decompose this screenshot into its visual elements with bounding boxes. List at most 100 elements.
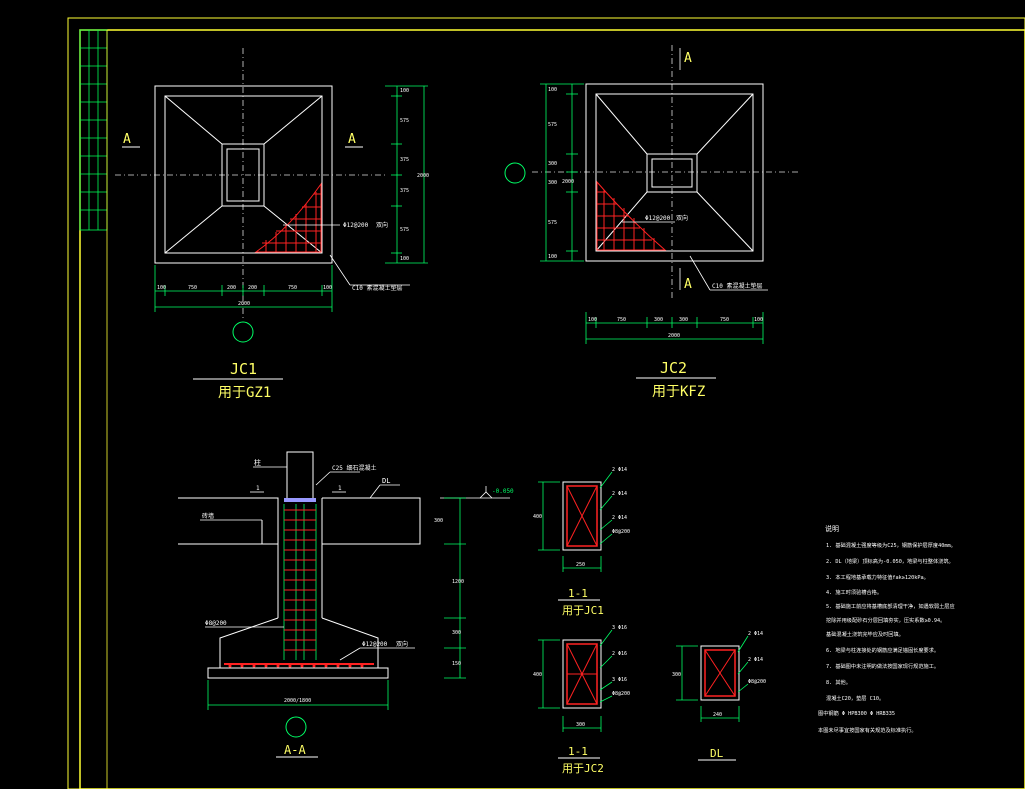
jc2-section-mark-bottom: A [684, 277, 692, 292]
jc1-dim-b4: 200 [248, 285, 257, 291]
section-aa [178, 451, 510, 758]
detail-jc2-bar4: Φ8@200 [612, 691, 630, 697]
detail-jc2-bar1: 3 Φ16 [612, 625, 627, 631]
aa-title: A-A [284, 743, 306, 757]
jc1-dim-total-bottom: 2000 [238, 301, 250, 307]
jc2-rebar-mesh [596, 180, 667, 251]
notes-body: 1. 基础混凝土强度等级为C25，钢筋保护层厚度40mm。 2. DL（地梁）顶… [818, 541, 956, 734]
aa-label-grout: C25 细石混凝土 [332, 464, 376, 472]
jc2-usage: 用于KFZ [652, 384, 705, 400]
detail-jc1-bar2: 2 Φ14 [612, 491, 627, 497]
detail-jc1-title: 1-1 [568, 587, 588, 600]
jc2-dim-l4: 300 [548, 180, 557, 186]
detail-dl-dim-w: 240 [713, 712, 722, 718]
aa-dim-bottom: 2000/1800 [284, 698, 311, 704]
jc2-plan [504, 45, 800, 379]
detail-jc2-usage: 用于JC2 [562, 762, 604, 775]
jc1-cushion-note: C10 素混凝土垫层 [352, 284, 402, 292]
jc2-mesh-label: 双向 [676, 214, 688, 222]
detail-jc2-dim-w: 300 [576, 722, 585, 728]
aa-label-column: 柱 [254, 458, 261, 467]
jc1-dim-total-right: 2000 [417, 173, 429, 179]
note-line-7: 基础混凝土浇筑完毕应及时回填。 [826, 630, 904, 638]
jc2-dim-b6: 100 [754, 317, 763, 323]
jc1-dim-b3: 200 [227, 285, 236, 291]
jc1-dim-r5: 575 [400, 227, 409, 233]
note-line-1: 1. 基础混凝土强度等级为C25，钢筋保护层厚度40mm。 [826, 541, 956, 549]
jc1-section-mark-left: A [123, 132, 131, 147]
note-line-6: 挖除并用级配砂石分层回填夯实，压实系数≥0.94。 [826, 616, 945, 624]
jc1-dim-b6: 100 [323, 285, 332, 291]
detail-jc1-bar3: 2 Φ14 [612, 515, 627, 521]
jc2-dim-b3: 300 [654, 317, 663, 323]
aa-cut-mark-right: 1 [338, 485, 342, 492]
detail-jc2-bar3: 3 Φ16 [612, 677, 627, 683]
detail-jc2-bar2: 2 Φ16 [612, 651, 627, 657]
detail-jc2-title: 1-1 [568, 745, 588, 758]
jc2-title: JC2 [660, 359, 687, 377]
jc1-plan [115, 48, 428, 380]
outer-frame [67, 17, 1025, 789]
aa-cut-mark-left: 1 [256, 485, 260, 492]
note-line-4: 4. 施工时须验槽合格。 [826, 588, 882, 596]
note-line-10: 8. 其他。 [826, 678, 851, 686]
detail-jc1-usage: 用于JC1 [562, 604, 604, 617]
note-line-3: 3. 本工程地基承载力特征值fak≥120kPa。 [826, 573, 929, 581]
note-line-9: 7. 基础图中未注明的做法按国家现行规范施工。 [826, 662, 939, 670]
jc1-dim-b1: 100 [157, 285, 166, 291]
detail-dl [676, 635, 749, 761]
jc1-mesh-label: 双向 [376, 221, 388, 229]
aa-label-beam: DL [382, 477, 390, 485]
detail-jc1-dim-w: 250 [576, 562, 585, 568]
detail-dl-bar2: 2 Φ14 [748, 657, 763, 663]
jc1-dim-r2: 575 [400, 118, 409, 124]
jc2-dim-b4: 300 [679, 317, 688, 323]
text-layer: A A Φ12@200 双向 C10 素混凝土垫层 JC1 用于GZ1 100 … [123, 51, 956, 775]
detail-jc1-bar1: 2 Φ14 [612, 467, 627, 473]
note-line-8: 6. 地梁与柱连接处的钢筋应满足锚固长度要求。 [826, 646, 939, 654]
jc1-mesh-note: Φ12@200 [343, 222, 369, 229]
aa-dim-r3: 300 [452, 630, 461, 636]
jc2-dim-b1: 100 [588, 317, 597, 323]
note-line-13: 本图未尽事宜按国家有关规范及标准执行。 [818, 726, 917, 734]
jc2-dim-l2: 575 [548, 122, 557, 128]
note-line-12: 图中钢筋 Φ HPB300 Φ HRB335 [818, 709, 895, 717]
jc2-dim-total-bottom: 2000 [668, 333, 680, 339]
aa-dim-r4: 150 [452, 661, 461, 667]
detail-dl-bar1: 2 Φ14 [748, 631, 763, 637]
aa-elevation: -0.050 [492, 488, 514, 495]
jc1-dim-r3: 375 [400, 157, 409, 163]
note-line-5: 5. 基础施工前应将基槽底部清理干净，如遇软弱土层应 [826, 602, 955, 610]
jc2-dim-total-left: 2000 [562, 179, 574, 185]
jc2-dim-l3: 300 [548, 161, 557, 167]
jc1-cushion-outline [154, 85, 333, 264]
jc1-dim-r4: 375 [400, 188, 409, 194]
note-line-2: 2. DL（地梁）顶标高为-0.050，地梁与柱整体浇筑。 [826, 557, 954, 565]
footing-bar-dots [228, 664, 364, 668]
aa-dim-r2: 1200 [452, 579, 464, 585]
detail-jc1 [538, 471, 613, 601]
jc2-mesh-note: Φ12@200 [645, 215, 671, 222]
binding-strip [79, 29, 108, 789]
jc2-dim-b5: 750 [720, 317, 729, 323]
aa-dim-r1: 300 [434, 518, 443, 524]
aa-stirrup-note: Φ8@200 [205, 620, 227, 627]
notes-title: 说明 [825, 524, 839, 533]
aa-mesh-label: 双向 [396, 640, 408, 648]
jc1-footing-outline [164, 95, 323, 254]
detail-dl-dim-h: 300 [672, 672, 681, 678]
jc1-rebar-mesh [254, 182, 322, 253]
jc2-dim-l6: 100 [548, 254, 557, 260]
detail-jc2-dim-h: 400 [533, 672, 542, 678]
grout-layer [284, 498, 316, 502]
jc2-dim-l1: 100 [548, 87, 557, 93]
jc1-title: JC1 [230, 360, 257, 378]
detail-jc2 [538, 629, 613, 759]
detail-jc1-bar4: Φ8@200 [612, 529, 630, 535]
jc2-dim-l5: 575 [548, 220, 557, 226]
note-line-11: 混凝土C20，垫层 C10。 [826, 694, 884, 702]
jc1-dim-b5: 750 [288, 285, 297, 291]
aa-label-wall: 砖墙 [202, 512, 214, 520]
